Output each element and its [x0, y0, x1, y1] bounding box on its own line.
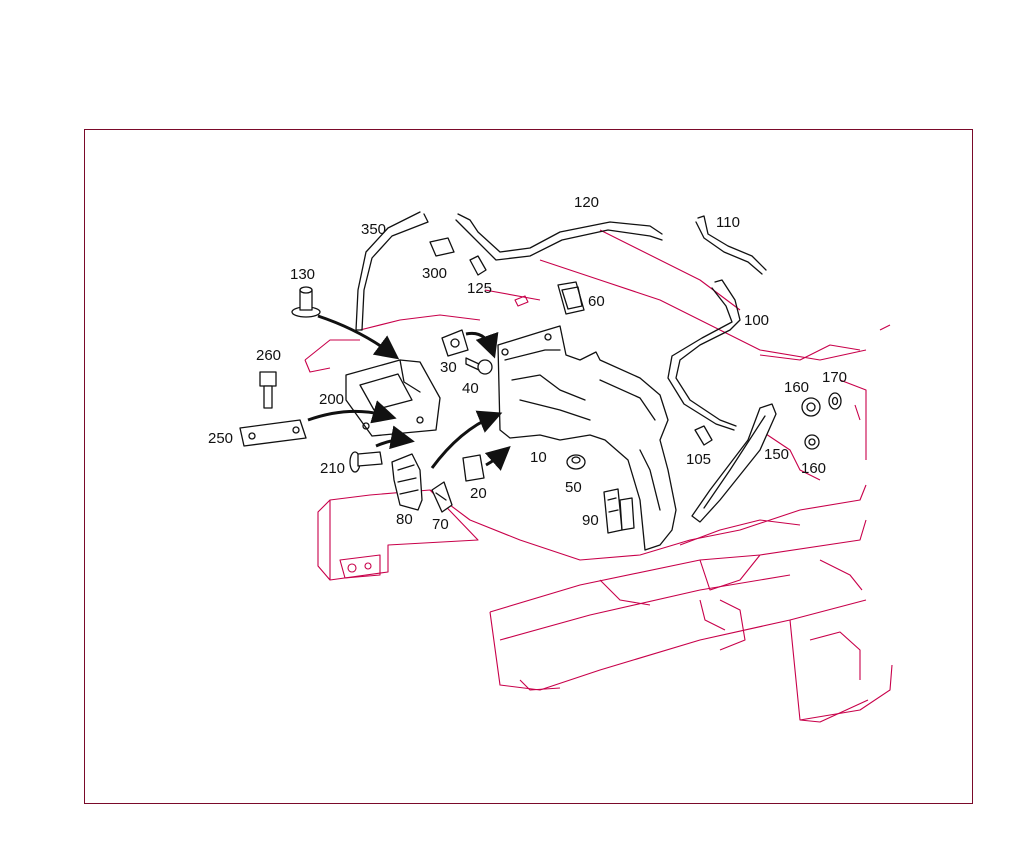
arrow-250 [307, 400, 397, 424]
callout-labels: 10 20 30 40 50 60 70 80 90 100 105 110 1… [208, 194, 847, 533]
part-250-bracket [239, 419, 307, 447]
callout-260: 260 [256, 347, 281, 364]
part-120-seal-strip [457, 213, 663, 253]
callout-60: 60 [588, 293, 605, 310]
callout-50: 50 [565, 479, 582, 496]
callout-20: 20 [470, 485, 487, 502]
part-80-bracket [391, 453, 423, 511]
part-10-wheel-arch-liner [497, 325, 677, 551]
callout-130: 130 [290, 266, 315, 283]
part-160-nut-lower [804, 434, 820, 450]
part-20-clip [462, 454, 485, 482]
part-300-block [429, 237, 455, 257]
callout-90: 90 [582, 512, 599, 529]
part-350-seal-strip [361, 213, 429, 331]
callout-110: 110 [716, 214, 740, 231]
parts [239, 211, 842, 551]
callout-160: 160 [784, 379, 809, 396]
callout-160-lower: 160 [801, 460, 826, 477]
part-30-nut-clip [441, 329, 469, 357]
callout-210: 210 [320, 460, 345, 477]
part-210-bolt [349, 451, 383, 473]
arrow-210 [375, 425, 415, 450]
part-40-screw [465, 357, 493, 375]
callout-30: 30 [440, 359, 457, 376]
callout-350: 350 [361, 221, 386, 238]
callout-200: 200 [319, 391, 344, 408]
callout-125: 125 [467, 280, 492, 297]
part-50-grommet [566, 454, 586, 470]
callout-105: 105 [686, 451, 711, 468]
part-105-clip [694, 425, 713, 446]
part-110-strip [697, 215, 767, 271]
arrow-80 [430, 410, 503, 469]
part-260-bolt [259, 371, 277, 409]
callout-40: 40 [462, 380, 479, 397]
part-90-cover [603, 488, 635, 534]
callout-170: 170 [822, 369, 847, 386]
part-100-seal-strip [675, 279, 741, 427]
arrow-30 [465, 331, 499, 359]
callout-300: 300 [422, 265, 447, 282]
part-170-washer [828, 392, 842, 410]
callout-10: 10 [530, 449, 547, 466]
callout-100: 100 [744, 312, 769, 329]
callout-80: 80 [396, 511, 413, 528]
part-160-nut [801, 397, 821, 417]
callout-120: 120 [574, 194, 599, 211]
part-200-mounting-plate [345, 359, 441, 437]
diagram-frame [84, 129, 973, 804]
part-130-rivet [291, 286, 321, 318]
vehicle-body-structure [304, 229, 893, 723]
arrow-20 [484, 446, 511, 471]
callout-250: 250 [208, 430, 233, 447]
callout-70: 70 [432, 516, 449, 533]
callout-150: 150 [764, 446, 789, 463]
part-125-clip [469, 255, 487, 276]
arrow-130 [317, 314, 400, 360]
